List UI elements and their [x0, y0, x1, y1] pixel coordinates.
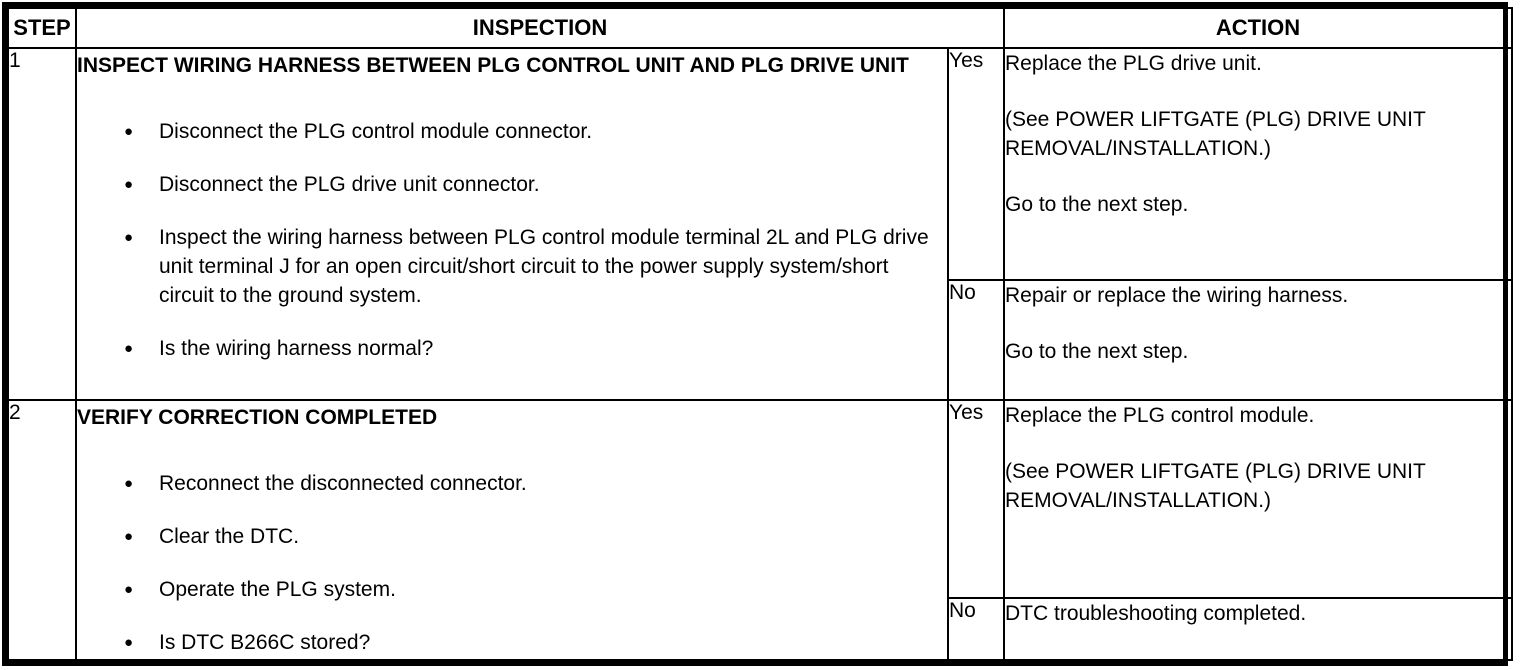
action-line: Replace the PLG control module. — [1005, 404, 1315, 427]
action-cell-no: Repair or replace the wiring harness. Go… — [1003, 279, 1513, 401]
inspection-bullet-item: ● Reconnect the disconnected connector. — [124, 469, 946, 498]
table-row: No DTC troubleshooting completed. — [8, 597, 1513, 661]
bullet-icon: ● — [124, 340, 134, 357]
bullet-text: Is DTC B266C stored? — [159, 631, 371, 654]
inspection-bullet-list: ● Reconnect the disconnected connector. … — [78, 469, 946, 657]
inspection-bullet-item: ● Is the wiring harness normal? — [124, 334, 946, 363]
header-row: STEP INSPECTION ACTION — [7, 7, 1513, 49]
bullet-text: Disconnect the PLG control module connec… — [159, 120, 593, 143]
bullet-icon: ● — [124, 528, 134, 545]
inspection-title: VERIFY CORRECTION COMPLETED — [77, 406, 438, 429]
bullet-icon: ● — [124, 634, 134, 651]
action-line: (See POWER LIFTGATE (PLG) DRIVE UNIT REM… — [1005, 460, 1426, 512]
action-line: Go to the next step. — [1005, 193, 1189, 216]
bullet-text: Clear the DTC. — [159, 525, 300, 548]
action-cell-yes: Replace the PLG control module. (See POW… — [1003, 399, 1513, 599]
bullet-text: Reconnect the disconnected connector. — [159, 472, 527, 495]
bullet-icon: ● — [124, 229, 134, 246]
action-line: Repair or replace the wiring harness. — [1005, 284, 1349, 307]
yes-label-cell: Yes — [947, 47, 1005, 281]
action-cell-yes: Replace the PLG drive unit. (See POWER L… — [1003, 47, 1513, 281]
column-header-step: STEP — [7, 7, 77, 49]
action-line: (See POWER LIFTGATE (PLG) DRIVE UNIT REM… — [1005, 108, 1426, 160]
inspection-cell: VERIFY CORRECTION COMPLETED ● Reconnect … — [75, 399, 949, 661]
action-line: DTC troubleshooting completed. — [1005, 602, 1307, 625]
inspection-bullet-list: ● Disconnect the PLG control module conn… — [78, 117, 946, 363]
column-header-action: ACTION — [1003, 7, 1513, 49]
bullet-text: Inspect the wiring harness between PLG c… — [159, 226, 929, 307]
inspection-bullet-item: ● Disconnect the PLG drive unit connecto… — [124, 170, 946, 199]
inspection-bullet-item: ● Inspect the wiring harness between PLG… — [124, 223, 946, 310]
bullet-text: Is the wiring harness normal? — [159, 337, 434, 360]
bullet-icon: ● — [124, 581, 134, 598]
dtc-troubleshooting-table: STEP INSPECTION ACTION 1 INSPECT WIRING … — [7, 7, 1513, 661]
table-row: 2 VERIFY CORRECTION COMPLETED ● Reconnec… — [7, 399, 1513, 661]
action-line: Replace the PLG drive unit. — [1005, 52, 1262, 75]
step-number: 1 — [7, 47, 77, 401]
action-cell-no: DTC troubleshooting completed. — [1003, 597, 1513, 661]
inspection-bullet-item: ● Operate the PLG system. — [124, 575, 946, 604]
no-label-cell: No — [947, 279, 1005, 401]
inspection-bullet-item: ● Clear the DTC. — [124, 522, 946, 551]
inspection-title: INSPECT WIRING HARNESS BETWEEN PLG CONTR… — [77, 54, 909, 77]
action-line: Go to the next step. — [1005, 340, 1189, 363]
bullet-text: Disconnect the PLG drive unit connector. — [159, 173, 540, 196]
bullet-text: Operate the PLG system. — [159, 578, 396, 601]
no-label-cell: No — [947, 597, 1005, 661]
bullet-icon: ● — [124, 475, 134, 492]
bullet-icon: ● — [124, 176, 134, 193]
step-number: 2 — [7, 399, 77, 661]
inspection-bullet-item: ● Is DTC B266C stored? — [124, 628, 946, 657]
yes-label-cell: Yes — [947, 399, 1005, 599]
inspection-cell: INSPECT WIRING HARNESS BETWEEN PLG CONTR… — [75, 47, 949, 401]
bullet-icon: ● — [124, 123, 134, 140]
table-row: No Repair or replace the wiring harness.… — [8, 279, 1513, 401]
table-row: 1 INSPECT WIRING HARNESS BETWEEN PLG CON… — [7, 47, 1513, 401]
inspection-bullet-item: ● Disconnect the PLG control module conn… — [124, 117, 946, 146]
column-header-inspection: INSPECTION — [75, 7, 1005, 49]
